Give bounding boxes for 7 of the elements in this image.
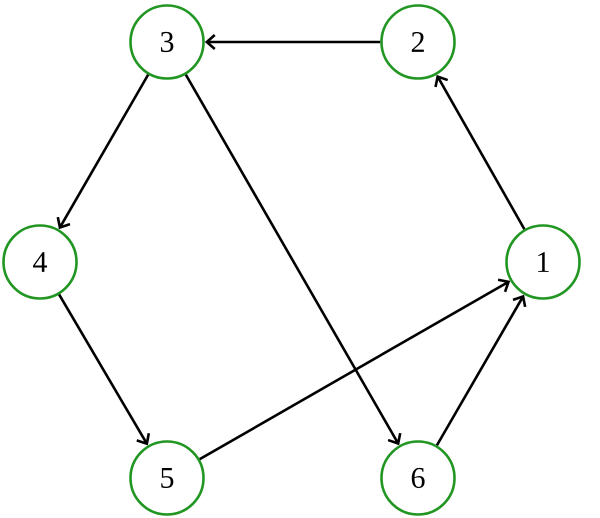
arrow: [436, 294, 526, 446]
arrow: [56, 74, 150, 230]
arrow: [184, 74, 402, 446]
arrow: [434, 74, 526, 230]
arrow: [58, 294, 150, 446]
arrow: [204, 34, 380, 50]
arrow: [199, 278, 510, 460]
